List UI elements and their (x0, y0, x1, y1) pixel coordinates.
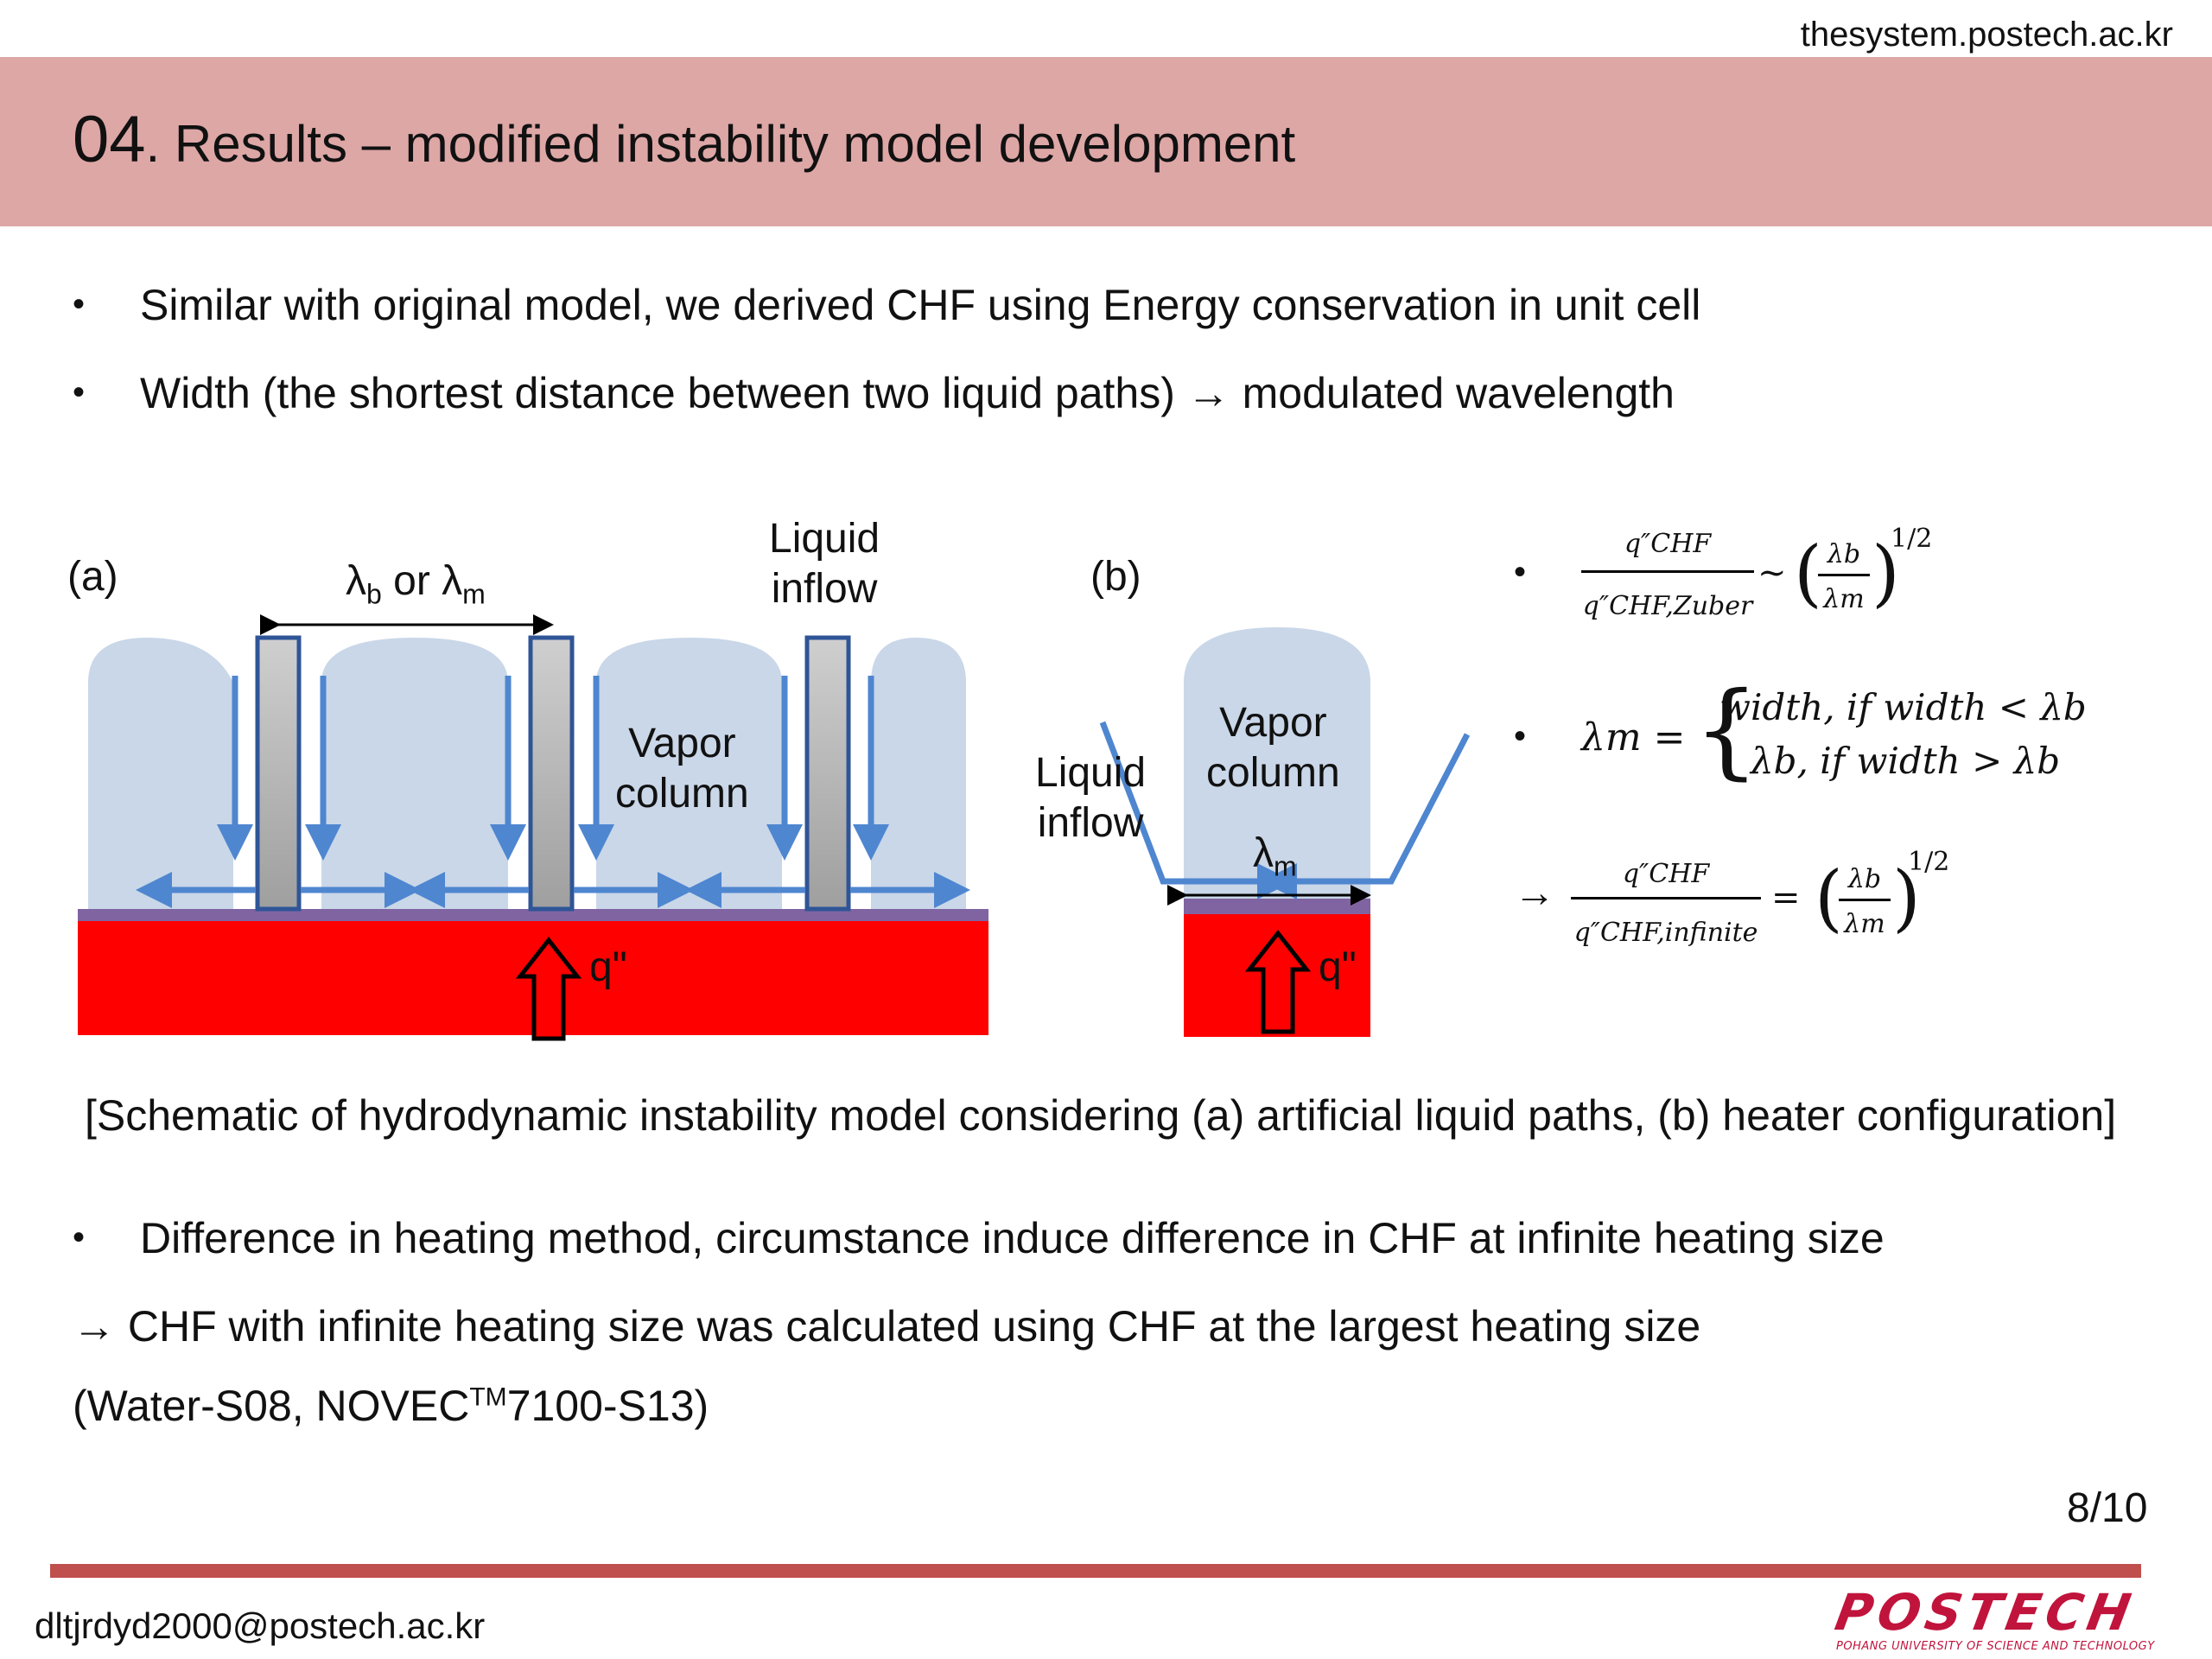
vapor-column (871, 638, 966, 909)
eq1-relation: ~ (1758, 553, 1787, 593)
inflow-arrow-b-left (1099, 721, 1294, 899)
liquid-inflow-label-b: Liquid inflow (1035, 750, 1147, 846)
title-bar (0, 57, 2212, 226)
eq3-exponent: 1/2 (1908, 847, 1950, 877)
eq3-paren-left: ( (1815, 855, 1843, 940)
eq2-lhs: λm = (1581, 715, 1686, 760)
eq2-case-2: λb, if width > λb (1751, 740, 2061, 782)
panel-b-label: (b) (1090, 554, 1141, 600)
bullet-dot: • (73, 1218, 86, 1256)
footer-email: dltjrdyd2000@postech.ac.kr (35, 1605, 486, 1646)
eq1-ratio-num: λb (1827, 539, 1861, 569)
eq1-denominator: q″CHF,Zuber (1582, 591, 1753, 621)
panel-a-label: (a) (67, 554, 118, 600)
title-number: 04 (73, 103, 146, 176)
vapor-column-label-a: Vapor column (615, 721, 749, 817)
surface-b (1184, 899, 1370, 914)
conclusion-line: → CHF with infinite heating size was cal… (73, 1302, 1701, 1351)
eq-bullet: • (1514, 717, 1527, 755)
figure-caption: [Schematic of hydrodynamic instability m… (85, 1091, 2117, 1140)
eq2-brace: { (1694, 671, 1760, 791)
page-number: 8/10 (2067, 1485, 2148, 1531)
postech-logo: POSTECH POHANG UNIVERSITY OF SCIENCE AND… (1831, 1583, 2190, 1659)
bullet-dot: • (73, 285, 86, 323)
eq3-numerator: q″CHF (1622, 859, 1710, 889)
eq3-ratio-den: λm (1844, 909, 1885, 939)
eq1-ratio-den: λm (1823, 584, 1865, 614)
eq1-paren-left: ( (1794, 531, 1822, 615)
footer-bar (50, 1564, 2141, 1578)
eq3-relation: = (1771, 878, 1801, 918)
surface-a (78, 909, 988, 921)
heat-flux-arrow-a (515, 936, 582, 1041)
eq1-exponent: 1/2 (1891, 524, 1933, 554)
schematic-figure (78, 614, 1471, 1041)
vapor-column (321, 638, 508, 909)
heat-flux-label-b: q" (1319, 944, 1357, 990)
eq3-paren-right: ) (1892, 855, 1921, 940)
slide-title: 04. Results – modified instability model… (73, 102, 1295, 177)
eq1-ratio-bar (1818, 574, 1870, 576)
logo-wordmark: POSTECH (1831, 1583, 2140, 1642)
eq3-denominator: q″CHF,infinite (1573, 918, 1758, 948)
post (804, 635, 851, 912)
bullet-2: Width (the shortest distance between two… (140, 369, 1675, 417)
vapor-column-label-b: Vapor column (1206, 700, 1340, 796)
eq1-fraction-bar (1581, 570, 1754, 573)
heat-flux-arrow-b (1244, 929, 1312, 1034)
title-text: . Results – modified instability model d… (145, 115, 1296, 173)
eq3-arrow: → (1514, 870, 1555, 916)
eq2-case-1: width, if width < λb (1719, 686, 2087, 728)
bullet-dot: • (73, 373, 86, 411)
vapor-column (596, 638, 782, 909)
eq3-fraction-bar (1571, 897, 1761, 899)
eq1-numerator: q″CHF (1624, 529, 1712, 559)
logo-subtitle: POHANG UNIVERSITY OF SCIENCE AND TECHNOL… (1836, 1640, 2155, 1653)
panel-b (1099, 627, 1471, 1037)
inflow-arrow-b-right (1261, 733, 1471, 899)
eq3-ratio-num: λb (1847, 864, 1882, 894)
liquid-inflow-label-a: Liquid inflow (769, 516, 880, 612)
sample-line: (Water-S08, NOVECTM7100-S13) (73, 1382, 709, 1430)
post (255, 635, 302, 912)
lambda-m-label: λm (1253, 830, 1297, 882)
bullet-3: Difference in heating method, circumstan… (140, 1214, 1885, 1262)
eq3-ratio-bar (1839, 899, 1891, 901)
vapor-column (88, 638, 233, 909)
eq-bullet: • (1514, 553, 1527, 591)
vapor-column-b (1184, 627, 1370, 899)
panel-a (78, 614, 988, 1041)
post (528, 635, 575, 912)
header-url: thesystem.postech.ac.kr (1800, 16, 2173, 54)
heat-flux-label-a: q" (589, 944, 627, 990)
bullet-1: Similar with original model, we derived … (140, 281, 1701, 329)
lambda-label: λb or λm (346, 558, 486, 610)
eq1-paren-right: ) (1872, 531, 1900, 615)
